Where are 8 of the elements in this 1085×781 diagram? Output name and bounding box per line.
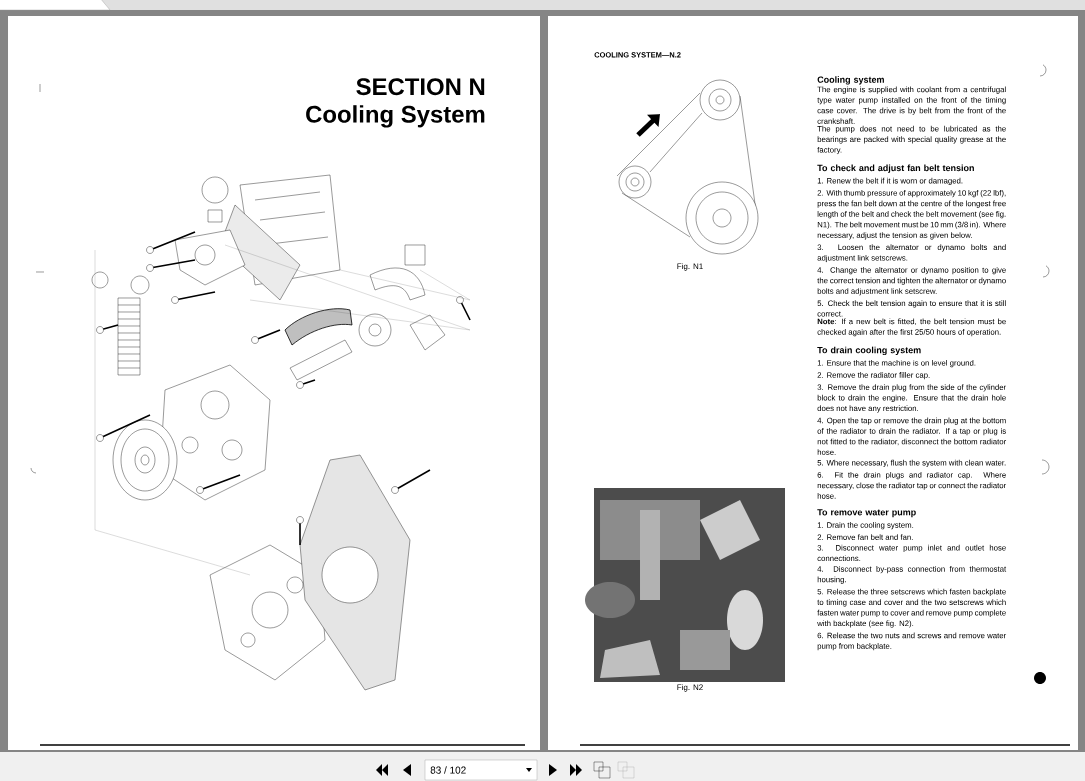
page-number-field: 83 / 102 — [424, 759, 538, 781]
subheading: To check and adjust fan belt tension — [817, 164, 974, 173]
section-heading: SECTION N — [356, 78, 485, 96]
subheading: To remove water pump — [817, 509, 916, 518]
subheading: Cooling system — [817, 76, 884, 85]
photograph — [585, 488, 785, 682]
subheading: To drain cooling system — [817, 346, 921, 356]
section-title: Cooling System — [306, 105, 485, 128]
